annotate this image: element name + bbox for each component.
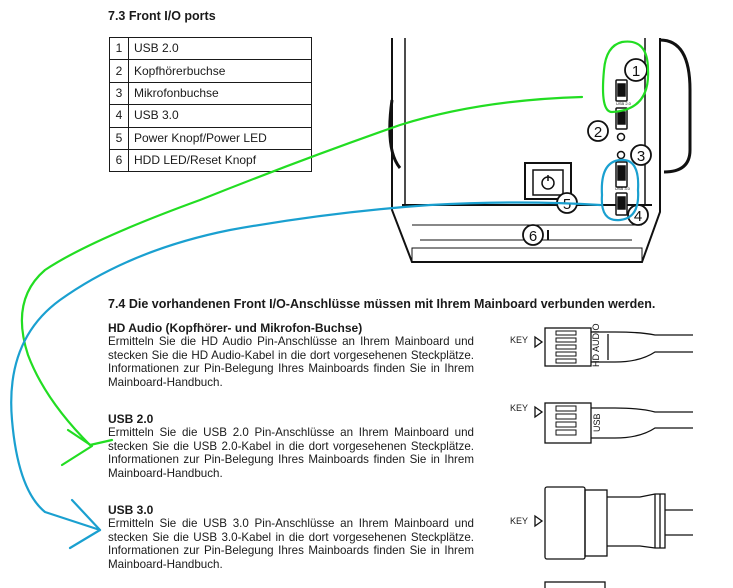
- port-label: HDD LED/Reset Knopf: [128, 148, 312, 173]
- power-button: [524, 162, 572, 200]
- key-label-usb2: KEY: [510, 403, 529, 413]
- usb3-ports: [615, 161, 628, 216]
- key-label-hd: KEY: [510, 335, 529, 345]
- usb3-port-tag: USB 3.0: [615, 186, 631, 191]
- green-annotation: [20, 40, 650, 467]
- hd-audio-block: HD Audio (Kopfhörer- und Mikrofon-Buchse…: [108, 321, 474, 389]
- audio-jacks: [616, 132, 626, 160]
- hd-audio-title: HD Audio (Kopfhörer- und Mikrofon-Buchse…: [108, 321, 363, 335]
- usb3-block: USB 3.0 Ermitteln Sie die USB 3.0 Pin-An…: [108, 503, 474, 571]
- usb2-header-label: USB: [592, 413, 602, 432]
- port-label: USB 3.0: [128, 104, 312, 128]
- section-title-connect: 7.4 Die vorhandenen Front I/O-Anschlüsse…: [108, 297, 656, 311]
- usb2-title: USB 2.0: [108, 412, 154, 426]
- usb3-text: Ermitteln Sie die USB 3.0 Pin-Anschlüsse…: [108, 517, 474, 571]
- hd-audio-label: HD AUDIO: [591, 323, 601, 367]
- hd-audio-text: Ermitteln Sie die HD Audio Pin-Anschlüss…: [108, 335, 474, 389]
- hd-audio-connector: [534, 327, 693, 367]
- callout-6: 6: [529, 228, 537, 245]
- usb2-text: Ermitteln Sie die USB 2.0 Pin-Anschlüsse…: [108, 426, 474, 480]
- section-title-front-io: 7.3 Front I/O ports: [108, 9, 216, 23]
- usb3-header-connector: [534, 486, 693, 560]
- callout-5: 5: [563, 196, 571, 213]
- usb2-header-connector: [534, 402, 693, 444]
- callout-4: 4: [634, 208, 642, 225]
- callout-2: 2: [594, 124, 602, 141]
- usb2-block: USB 2.0 Ermitteln Sie die USB 2.0 Pin-An…: [108, 412, 474, 480]
- usb2-port-tag: USB 2.0: [616, 101, 632, 106]
- key-label-usb3: KEY: [510, 516, 529, 526]
- case-front-diagram: [388, 38, 692, 263]
- blue-annotation: [10, 158, 640, 550]
- callout-1: 1: [632, 63, 640, 80]
- callout-3: 3: [637, 148, 645, 165]
- usb2-ports: [615, 79, 628, 130]
- usb3-title: USB 3.0: [108, 503, 154, 517]
